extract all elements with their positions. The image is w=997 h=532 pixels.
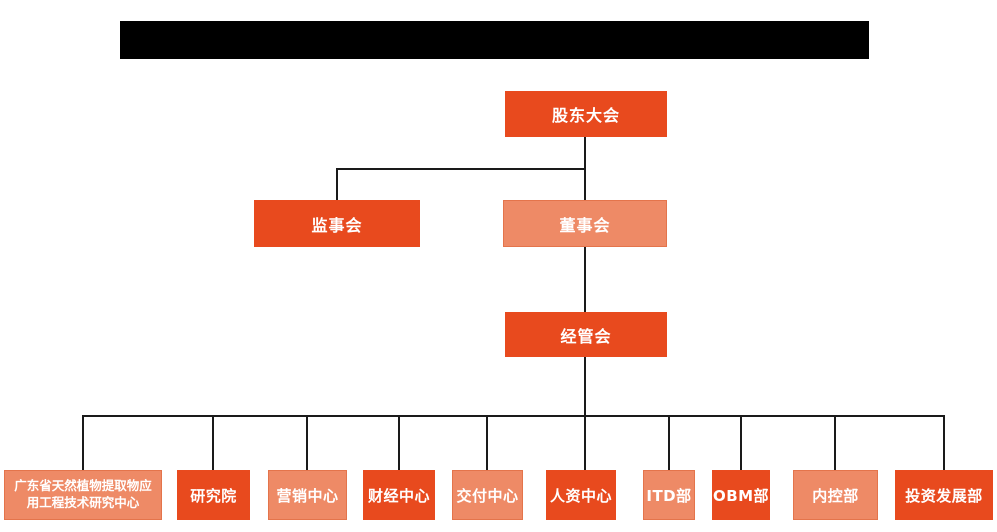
- connector-drop: [668, 416, 670, 470]
- node-board-of-directors: 董事会: [503, 200, 667, 247]
- title-bar: [120, 21, 869, 59]
- node-label: 股东大会: [551, 106, 620, 125]
- dept-obm: OBM部: [712, 470, 770, 520]
- node-label: 董事会: [559, 215, 611, 235]
- node-label: 财经中心: [367, 486, 430, 505]
- connector-level2-horizontal: [336, 168, 586, 170]
- node-label: 广东省天然植物提取物应用工程技术研究中心: [14, 478, 152, 510]
- connector-drop: [398, 416, 400, 470]
- dept-marketing-center: 营销中心: [268, 470, 347, 520]
- dept-hr-center: 人资中心: [546, 470, 616, 520]
- node-label: 监事会: [311, 215, 363, 235]
- connector-management-to-bus: [584, 357, 586, 470]
- connector-board-to-management: [584, 247, 586, 312]
- node-label: 投资发展部: [905, 486, 983, 505]
- dept-research-institute: 研究院: [177, 470, 250, 520]
- dept-finance-center: 财经中心: [363, 470, 435, 520]
- node-label: 营销中心: [276, 486, 339, 505]
- dept-investment-development: 投资发展部: [895, 470, 993, 520]
- node-label: 内控部: [812, 486, 859, 505]
- node-label: 经管会: [560, 326, 612, 346]
- connector-drop: [82, 416, 84, 470]
- connector-drop: [740, 416, 742, 470]
- dept-delivery-center: 交付中心: [452, 470, 523, 520]
- node-shareholders-meeting: 股东大会: [505, 91, 667, 137]
- connector-drop: [943, 416, 945, 470]
- connector-to-supervisory-board: [336, 168, 338, 200]
- node-label: 研究院: [190, 486, 237, 505]
- connector-drop: [212, 416, 214, 470]
- node-supervisory-board: 监事会: [254, 200, 420, 247]
- dept-internal-control: 内控部: [793, 470, 878, 520]
- node-management-committee: 经管会: [505, 312, 667, 357]
- connector-drop: [486, 416, 488, 470]
- node-label: 人资中心: [549, 486, 612, 505]
- connector-drop: [834, 416, 836, 470]
- node-label: OBM部: [712, 486, 770, 505]
- dept-itd: ITD部: [643, 470, 695, 520]
- connector-drop: [306, 416, 308, 470]
- node-label: ITD部: [646, 486, 692, 505]
- connector-department-bus: [82, 415, 945, 417]
- node-label: 交付中心: [456, 486, 519, 505]
- dept-guangdong-research-center: 广东省天然植物提取物应用工程技术研究中心: [4, 470, 162, 520]
